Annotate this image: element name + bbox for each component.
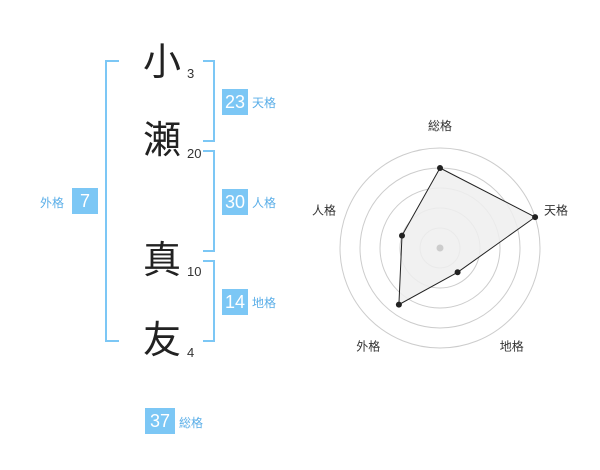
radar-point-3 [454,269,461,276]
gaikaku-label: 外格 [40,196,65,210]
radar-axis-label-1: 総格 [428,118,452,133]
soukaku-label: 総格 [179,416,204,430]
jinkaku-label: 人格 [252,196,277,210]
stroke-count-1: 3 [187,66,195,81]
radar-axis-label-3: 地格 [500,339,524,354]
tenkaku-label: 天格 [252,96,277,110]
tenkaku-bracket [203,60,215,142]
radar-area [398,167,537,306]
name-char-2: 瀬 [142,118,181,162]
radar-point-2 [532,214,539,221]
chikaku-value: 14 [222,289,248,315]
radar-ring-5 [339,147,541,349]
stroke-count-4: 4 [187,345,195,360]
stroke-count-2: 20 [187,146,202,161]
radar-axis-label-5: 人格 [312,202,336,217]
radar-point-1 [437,165,443,171]
radar-center-dot [436,244,444,252]
radar-axis-label-2: 天格 [544,202,568,217]
jinkaku-bracket [203,150,215,252]
name-char-4: 友 [142,318,181,362]
name-char-1: 小 [142,40,181,84]
stroke-count-3: 10 [187,264,202,279]
radar-point-4 [395,301,402,308]
gaikaku-value: 7 [72,188,98,214]
tenkaku-value: 23 [222,89,248,115]
chikaku-label: 地格 [252,296,277,310]
jinkaku-value: 30 [222,189,248,215]
name-char-3: 真 [142,238,181,282]
gaikaku-bracket [105,60,119,342]
radar-point-5 [399,232,405,239]
radar-axis-label-4: 外格 [356,339,380,354]
chikaku-bracket [203,260,215,342]
soukaku-value: 37 [145,408,175,434]
